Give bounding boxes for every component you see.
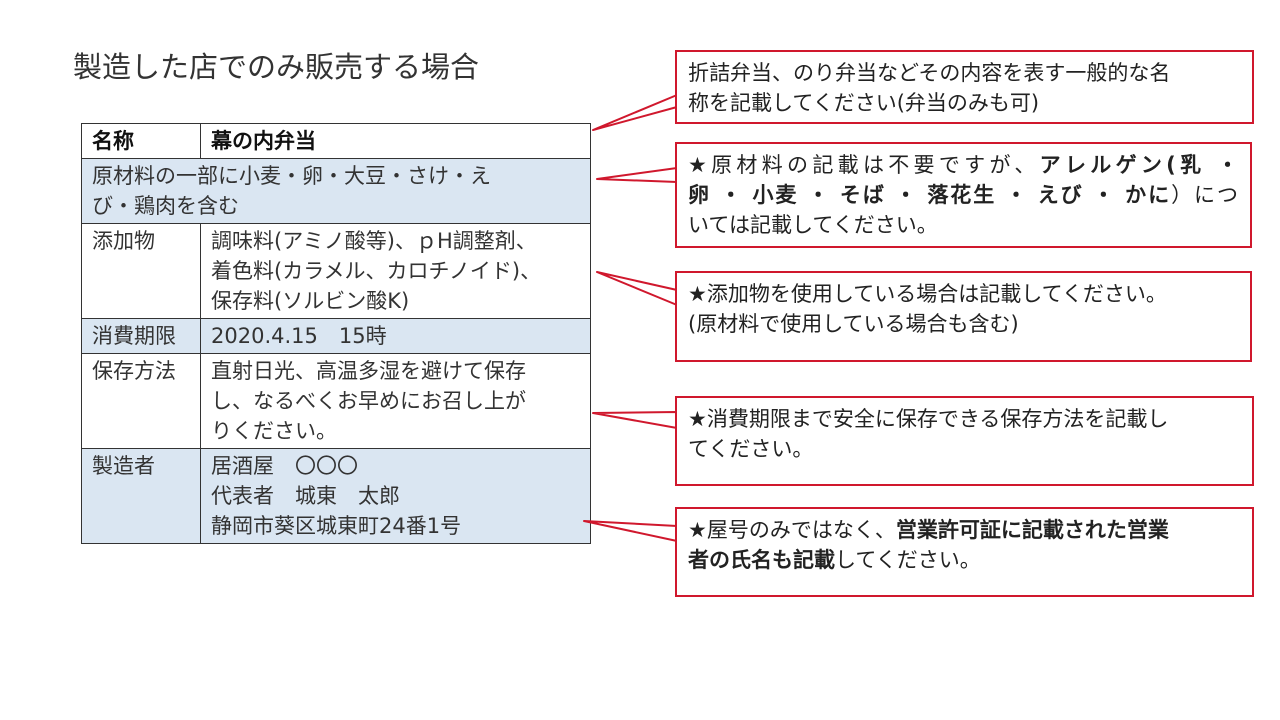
callout-allergen-text: ★原材料の記載は不要ですが、 [688, 153, 1040, 177]
table-row-expiry: 消費期限 2020.4.15 15時 [81, 318, 591, 354]
allergen-list: 卵 ・ 小麦 ・ そば ・ 落花生 ・ えび ・ かに [688, 183, 1172, 207]
additives-line: 調味料(アミノ酸等)、ｐH調整剤、 [211, 229, 537, 253]
storage-line: 直射日光、高温多湿を避けて保存 [211, 359, 526, 383]
food-label-table: 名称 幕の内弁当 原材料の一部に小麦・卵・大豆・さけ・え び・鶏肉を含む 添加物… [81, 123, 591, 544]
callout-pointer-allergen [596, 167, 678, 183]
table-row-additives: 添加物 調味料(アミノ酸等)、ｐH調整剤、 着色料(カラメル、カロチノイド)、 … [81, 223, 591, 319]
callout-storage-line: てください。 [688, 437, 814, 461]
callout-manufacturer-text: ★屋号のみではなく、 [688, 518, 896, 542]
callout-manufacturer-line: ★屋号のみではなく、営業許可証に記載された営業 [688, 515, 1240, 545]
callout-allergen-text: ）につ [1171, 183, 1239, 207]
callout-pointer-manufacturer [583, 520, 678, 542]
manufacturer-emphasis: 者の氏名も記載 [688, 548, 835, 572]
manufacturer-line: 居酒屋 〇〇〇 [211, 454, 358, 478]
callout-manufacturer-text: してください。 [835, 548, 981, 572]
storage-key: 保存方法 [81, 353, 201, 449]
callout-additive: ★添加物を使用している場合は記載してください。 (原材料で使用している場合も含む… [675, 271, 1252, 362]
expiry-value: 2020.4.15 15時 [200, 318, 591, 354]
callout-name: 折詰弁当、のり弁当などその内容を表す一般的な名 称を記載してください(弁当のみも… [675, 50, 1254, 124]
callout-allergen-line: ★原材料の記載は不要ですが、アレルゲン(乳 ・ [688, 150, 1238, 180]
storage-value: 直射日光、高温多湿を避けて保存 し、なるべくお早めにお召し上が りください。 [200, 353, 591, 449]
table-row-storage: 保存方法 直射日光、高温多湿を避けて保存 し、なるべくお早めにお召し上が りくだ… [81, 353, 591, 449]
ingredients-line: び・鶏肉を含む [92, 194, 239, 218]
manufacturer-line: 静岡市葵区城東町24番1号 [211, 514, 462, 538]
table-row-manufacturer: 製造者 居酒屋 〇〇〇 代表者 城東 太郎 静岡市葵区城東町24番1号 [81, 448, 591, 544]
allergen-emphasis: アレルゲン(乳 ・ [1039, 153, 1238, 177]
ingredients-line: 原材料の一部に小麦・卵・大豆・さけ・え [92, 164, 491, 188]
additives-value: 調味料(アミノ酸等)、ｐH調整剤、 着色料(カラメル、カロチノイド)、 保存料(… [200, 223, 591, 319]
table-row-ingredients: 原材料の一部に小麦・卵・大豆・さけ・え び・鶏肉を含む [81, 158, 591, 224]
callout-manufacturer: ★屋号のみではなく、営業許可証に記載された営業 者の氏名も記載してください。 [675, 507, 1254, 597]
manufacturer-key: 製造者 [81, 448, 201, 544]
expiry-key: 消費期限 [81, 318, 201, 354]
additives-line: 保存料(ソルビン酸K) [211, 289, 410, 313]
callout-manufacturer-line: 者の氏名も記載してください。 [688, 545, 1240, 575]
manufacturer-line: 代表者 城東 太郎 [211, 484, 400, 508]
manufacturer-value: 居酒屋 〇〇〇 代表者 城東 太郎 静岡市葵区城東町24番1号 [200, 448, 591, 544]
callout-allergen-line: いては記載してください。 [688, 213, 938, 237]
callout-storage: ★消費期限まで安全に保存できる保存方法を記載し てください。 [675, 396, 1254, 486]
callout-name-line: 折詰弁当、のり弁当などその内容を表す一般的な名 [688, 61, 1171, 85]
storage-line: りください。 [211, 419, 337, 443]
callout-pointer-storage [592, 411, 678, 429]
manufacturer-emphasis: 営業許可証に記載された営業 [895, 518, 1169, 542]
additives-line: 着色料(カラメル、カロチノイド)、 [211, 259, 542, 283]
callout-additive-line: (原材料で使用している場合も含む) [688, 312, 1019, 336]
callout-pointer-additive [596, 271, 678, 306]
callout-storage-line: ★消費期限まで安全に保存できる保存方法を記載し [688, 407, 1169, 431]
additives-key: 添加物 [81, 223, 201, 319]
ingredients-cell: 原材料の一部に小麦・卵・大豆・さけ・え び・鶏肉を含む [81, 158, 591, 224]
storage-line: し、なるべくお早めにお召し上が [211, 389, 526, 413]
callout-allergen-line: 卵 ・ 小麦 ・ そば ・ 落花生 ・ えび ・ かに）につ [688, 180, 1238, 210]
page-title: 製造した店でのみ販売する場合 [73, 50, 480, 84]
callout-additive-line: ★添加物を使用している場合は記載してください。 [688, 282, 1167, 306]
callout-allergen: ★原材料の記載は不要ですが、アレルゲン(乳 ・ 卵 ・ 小麦 ・ そば ・ 落花… [675, 142, 1252, 248]
name-key: 名称 [81, 123, 201, 159]
callout-name-line: 称を記載してください(弁当のみも可) [688, 91, 1040, 115]
callout-pointer-name [592, 94, 678, 131]
